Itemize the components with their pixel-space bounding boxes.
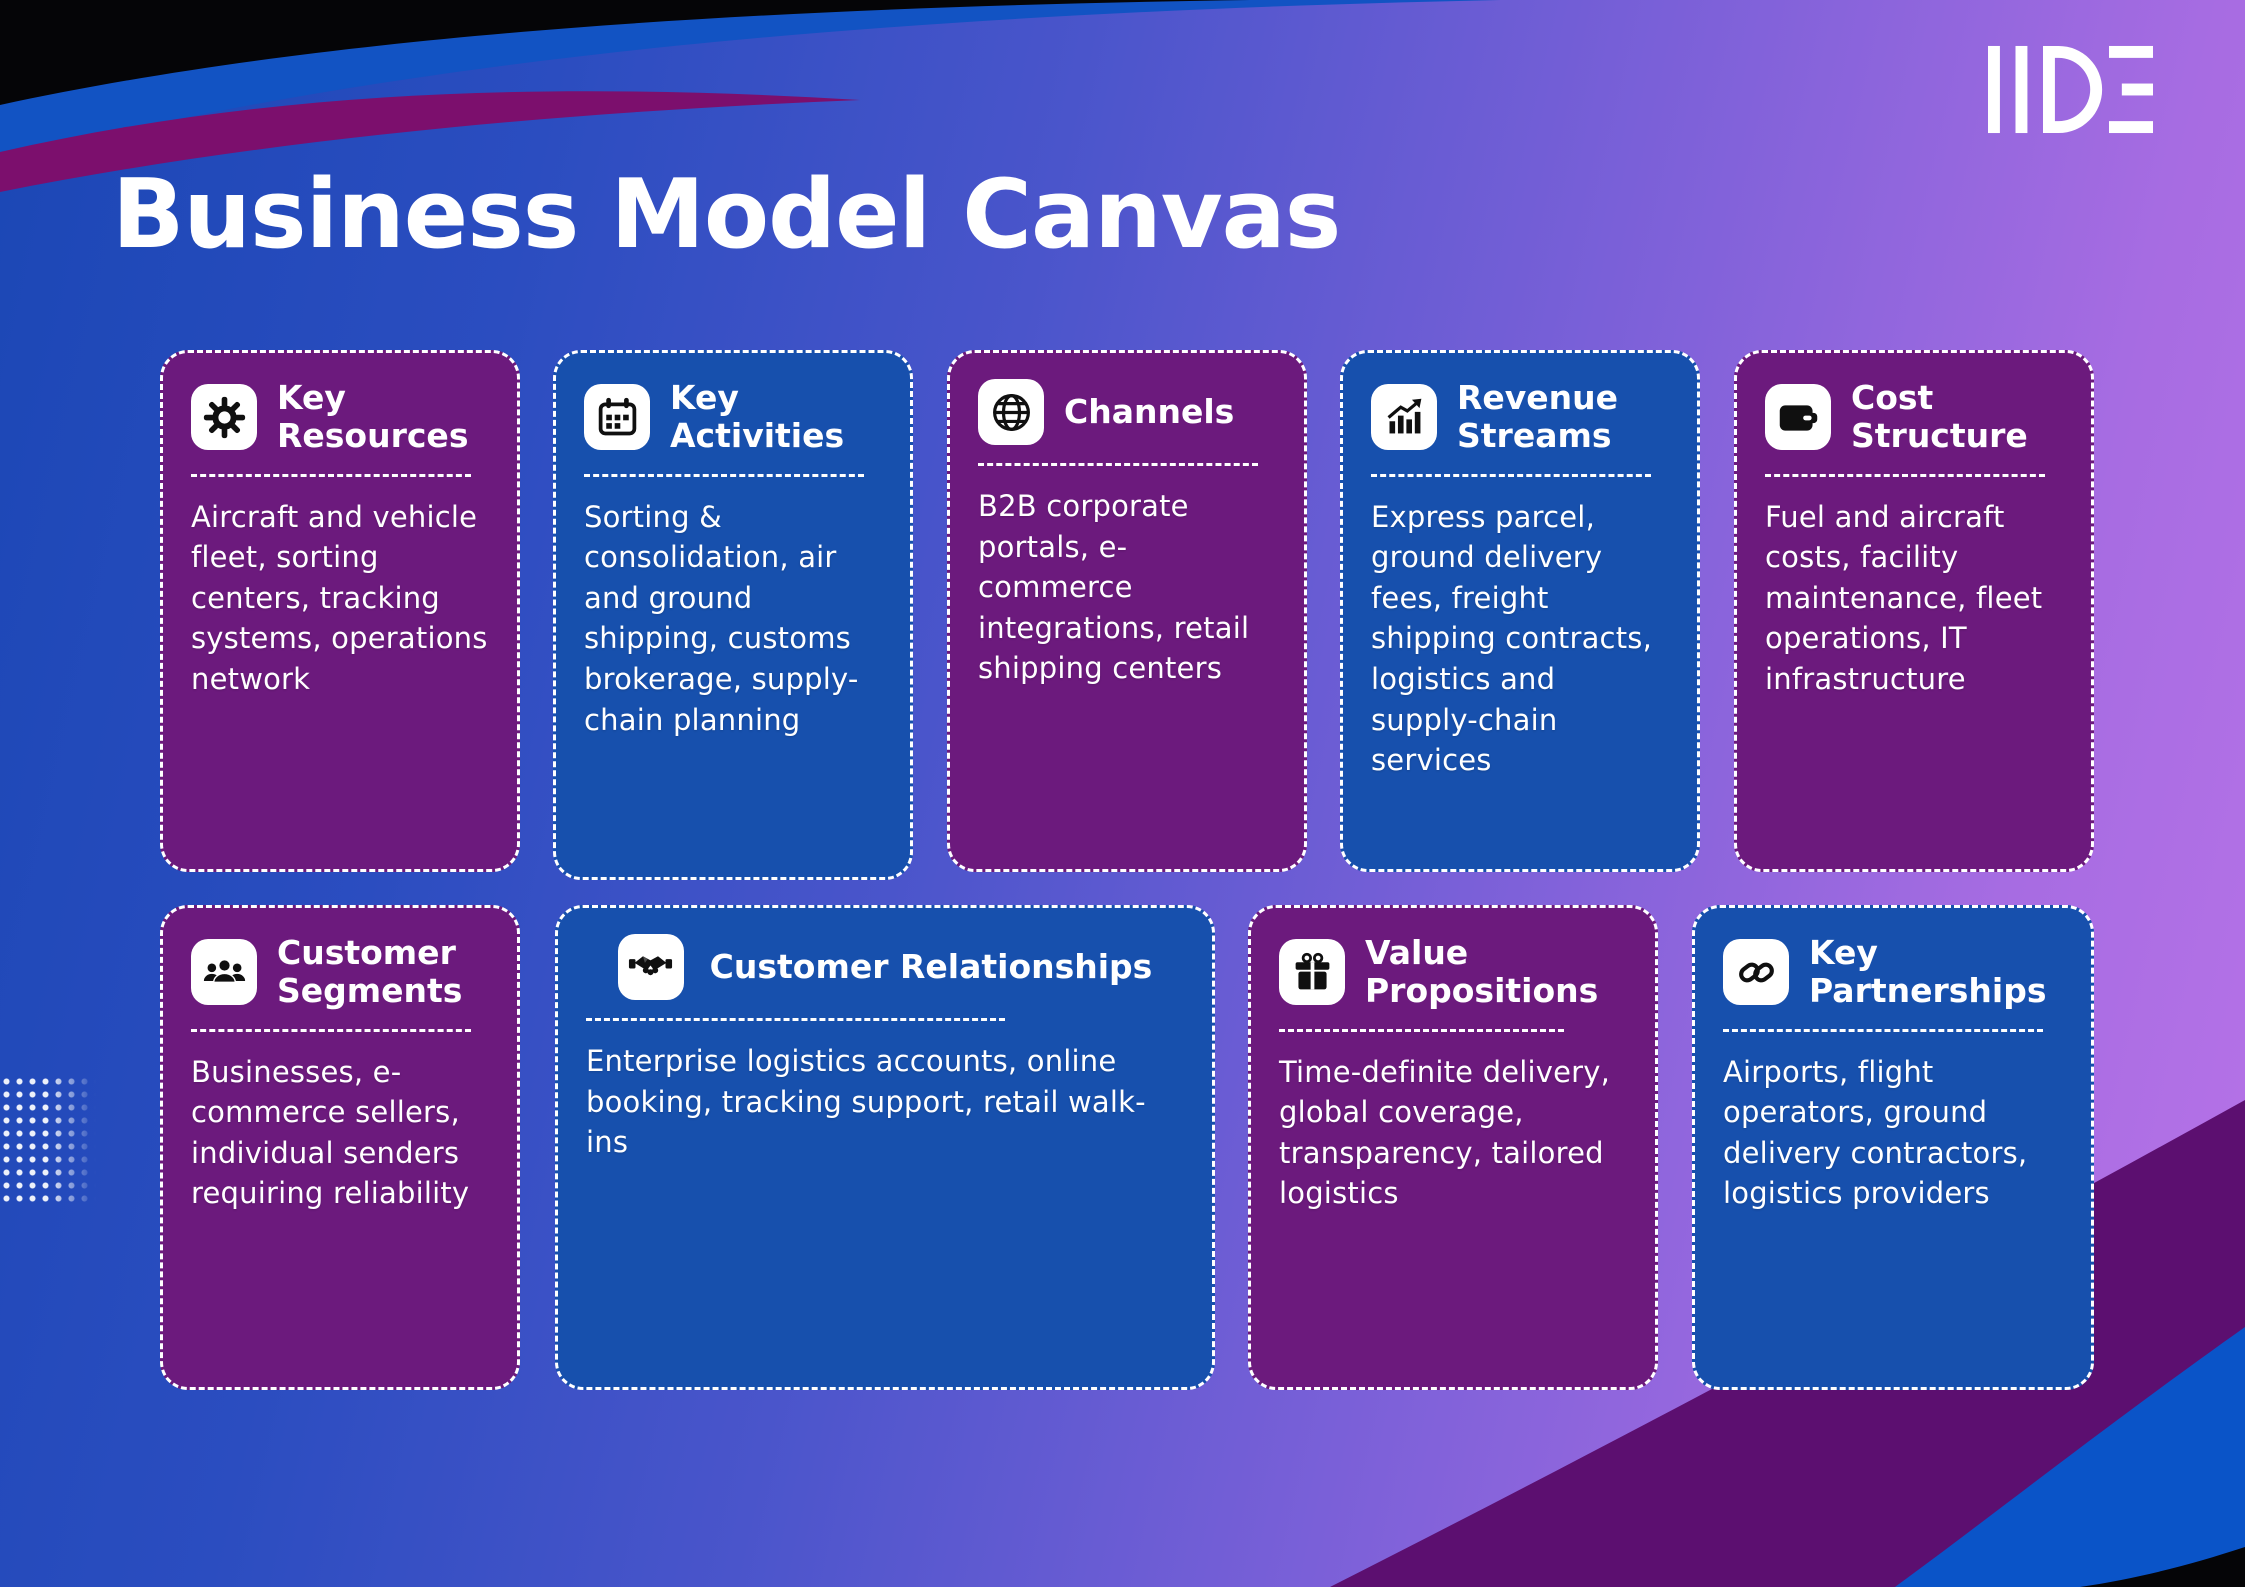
gear-icon bbox=[191, 384, 257, 451]
card-body: Time-definite delivery, global coverage,… bbox=[1279, 1054, 1611, 1211]
card-body: Airports, flight operators, ground deliv… bbox=[1723, 1054, 2028, 1211]
card-header: Key Partnerships bbox=[1723, 933, 2063, 1011]
card-body: Aircraft and vehicle fleet, sorting cent… bbox=[191, 499, 488, 696]
card-revenue-streams: Revenue Streams Express parcel, ground d… bbox=[1340, 350, 1700, 872]
card-title: Channels bbox=[1064, 391, 1235, 431]
handshake-icon bbox=[617, 934, 684, 1000]
card-title: Key Resources bbox=[277, 378, 469, 456]
card-cost-structure: Cost Structure Fuel and aircraft costs, … bbox=[1734, 350, 2094, 872]
card-title: Customer Segments bbox=[277, 933, 463, 1011]
growth-chart-icon bbox=[1371, 384, 1437, 451]
card-body: Enterprise logistics accounts, online bo… bbox=[586, 1044, 1146, 1160]
card-header: Customer Relationships bbox=[586, 934, 1184, 1000]
card-body: B2B corporate portals, e-commerce integr… bbox=[978, 489, 1250, 686]
card-body: Sorting & consolidation, air and ground … bbox=[584, 499, 859, 737]
card-value-propositions: Value Propositions Time-definite deliver… bbox=[1248, 905, 1658, 1390]
card-title: Key Partnerships bbox=[1809, 933, 2047, 1011]
dashed-separator bbox=[1765, 473, 2046, 477]
card-header: Value Propositions bbox=[1279, 933, 1627, 1011]
card-header: Key Activities bbox=[584, 378, 882, 456]
dashed-separator bbox=[191, 473, 472, 477]
card-channels: Channels B2B corporate portals, e-commer… bbox=[947, 350, 1307, 872]
dashed-separator bbox=[1279, 1028, 1565, 1032]
dashed-separator bbox=[978, 463, 1259, 466]
card-header: Key Resources bbox=[191, 378, 489, 456]
card-header: Channels bbox=[978, 379, 1276, 445]
card-title: Cost Structure bbox=[1851, 378, 2028, 456]
card-body: Businesses, e-commerce sellers, individu… bbox=[191, 1054, 470, 1211]
card-header: Revenue Streams bbox=[1371, 378, 1669, 456]
gift-icon bbox=[1279, 939, 1345, 1006]
people-icon bbox=[191, 939, 257, 1006]
globe-icon bbox=[978, 379, 1044, 445]
dashed-separator bbox=[586, 1018, 1005, 1021]
card-customer-relationships: Customer Relationships Enterprise logist… bbox=[555, 905, 1215, 1390]
halftone-dots-decoration bbox=[0, 1075, 96, 1207]
iide-logo-icon bbox=[1988, 45, 2153, 134]
link-icon bbox=[1723, 939, 1789, 1006]
card-title: Key Activities bbox=[670, 378, 845, 456]
wallet-icon bbox=[1765, 384, 1831, 451]
dashed-separator bbox=[1371, 473, 1652, 477]
dashed-separator bbox=[191, 1028, 472, 1032]
card-key-partnerships: Key Partnerships Airports, flight operat… bbox=[1692, 905, 2094, 1390]
dashed-separator bbox=[584, 473, 865, 477]
card-key-resources: Key Resources Aircraft and vehicle fleet… bbox=[160, 350, 520, 872]
card-title: Customer Relationships bbox=[709, 946, 1153, 986]
card-header: Cost Structure bbox=[1765, 378, 2063, 456]
card-body: Express parcel, ground delivery fees, fr… bbox=[1371, 499, 1652, 778]
dashed-separator bbox=[1723, 1028, 2043, 1032]
calendar-icon bbox=[584, 384, 650, 451]
card-header: Customer Segments bbox=[191, 933, 489, 1011]
card-body: Fuel and aircraft costs, facility mainte… bbox=[1765, 499, 2043, 696]
page-title: Business Model Canvas bbox=[112, 159, 1341, 270]
card-key-activities: Key Activities Sorting & consolidation, … bbox=[553, 350, 913, 880]
card-title: Revenue Streams bbox=[1457, 378, 1619, 456]
card-customer-segments: Customer Segments Businesses, e-commerce… bbox=[160, 905, 520, 1390]
card-title: Value Propositions bbox=[1365, 933, 1599, 1011]
